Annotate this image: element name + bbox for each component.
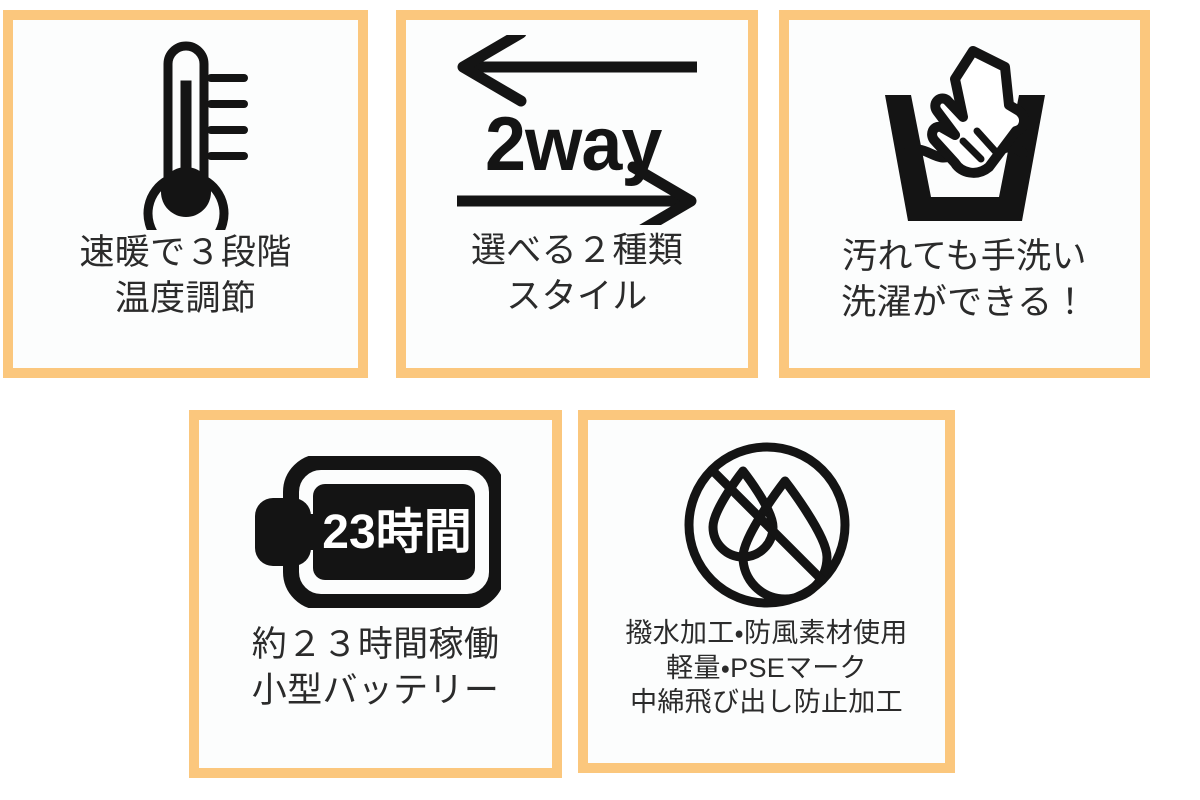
feature-card-battery-caption: 約２３時間稼働 小型バッテリー (199, 622, 552, 714)
caption-line: 中綿飛び出し防止加工 (630, 687, 903, 718)
hand-wash-icon (884, 46, 1045, 221)
caption-line: 軽量・PSEマーク (666, 652, 867, 683)
feature-card-wash: 汚れても手洗い 洗濯ができる！ (779, 10, 1150, 378)
water-drop-large (738, 476, 831, 604)
battery-icon-wrap: 23時間 (199, 420, 552, 622)
feature-card-spec: 撥水加工・防風素材使用 軽量・PSEマーク 中綿飛び出し防止加工 (578, 410, 955, 773)
feature-card-heat: 速暖で３段階 温度調節 (3, 10, 368, 378)
feature-card-spec-caption: 撥水加工・防風素材使用 軽量・PSEマーク 中綿飛び出し防止加工 (588, 616, 945, 720)
prohibition-circle (684, 442, 849, 608)
caption-line: スタイル (506, 277, 648, 317)
no-water-icon (684, 442, 849, 608)
hand-shape (926, 46, 1029, 178)
caption-line: 温度調節 (114, 279, 257, 319)
feature-card-wash-caption: 汚れても手洗い 洗濯ができる！ (789, 234, 1140, 326)
two-way-arrows-icon-wrap: 2way (406, 20, 748, 228)
washtub-shape (884, 95, 1045, 221)
feature-card-2way: 2way 選べる２種類 スタイル (396, 10, 758, 378)
caption-line: 小型バッテリー (251, 671, 500, 711)
caption-line: 速暖で３段階 (79, 233, 292, 272)
feature-card-2way-caption: 選べる２種類 スタイル (406, 228, 748, 320)
caption-line: 洗濯ができる！ (841, 283, 1088, 323)
no-water-icon-wrap (588, 420, 945, 616)
hand-wash-icon-wrap (789, 20, 1140, 234)
caption-line: 汚れても手洗い (842, 237, 1087, 276)
caption-line: 約２３時間稼働 (251, 625, 500, 664)
two-way-arrows-icon: 2way (457, 35, 697, 225)
battery-runtime-label: 23時間 (322, 506, 471, 559)
feature-card-heat-caption: 速暖で３段階 温度調節 (13, 230, 358, 322)
caption-line: 選べる２種類 (470, 231, 684, 270)
feature-card-battery: 23時間 約２３時間稼働 小型バッテリー (189, 410, 562, 778)
battery-icon: 23時間 (254, 456, 501, 608)
thermometer-icon (143, 41, 248, 230)
battery-fill (312, 484, 475, 580)
thermometer-icon-wrap (13, 20, 358, 230)
caption-line: 撥水加工・防風素材使用 (625, 618, 908, 648)
prohibition-slash (707, 465, 826, 585)
